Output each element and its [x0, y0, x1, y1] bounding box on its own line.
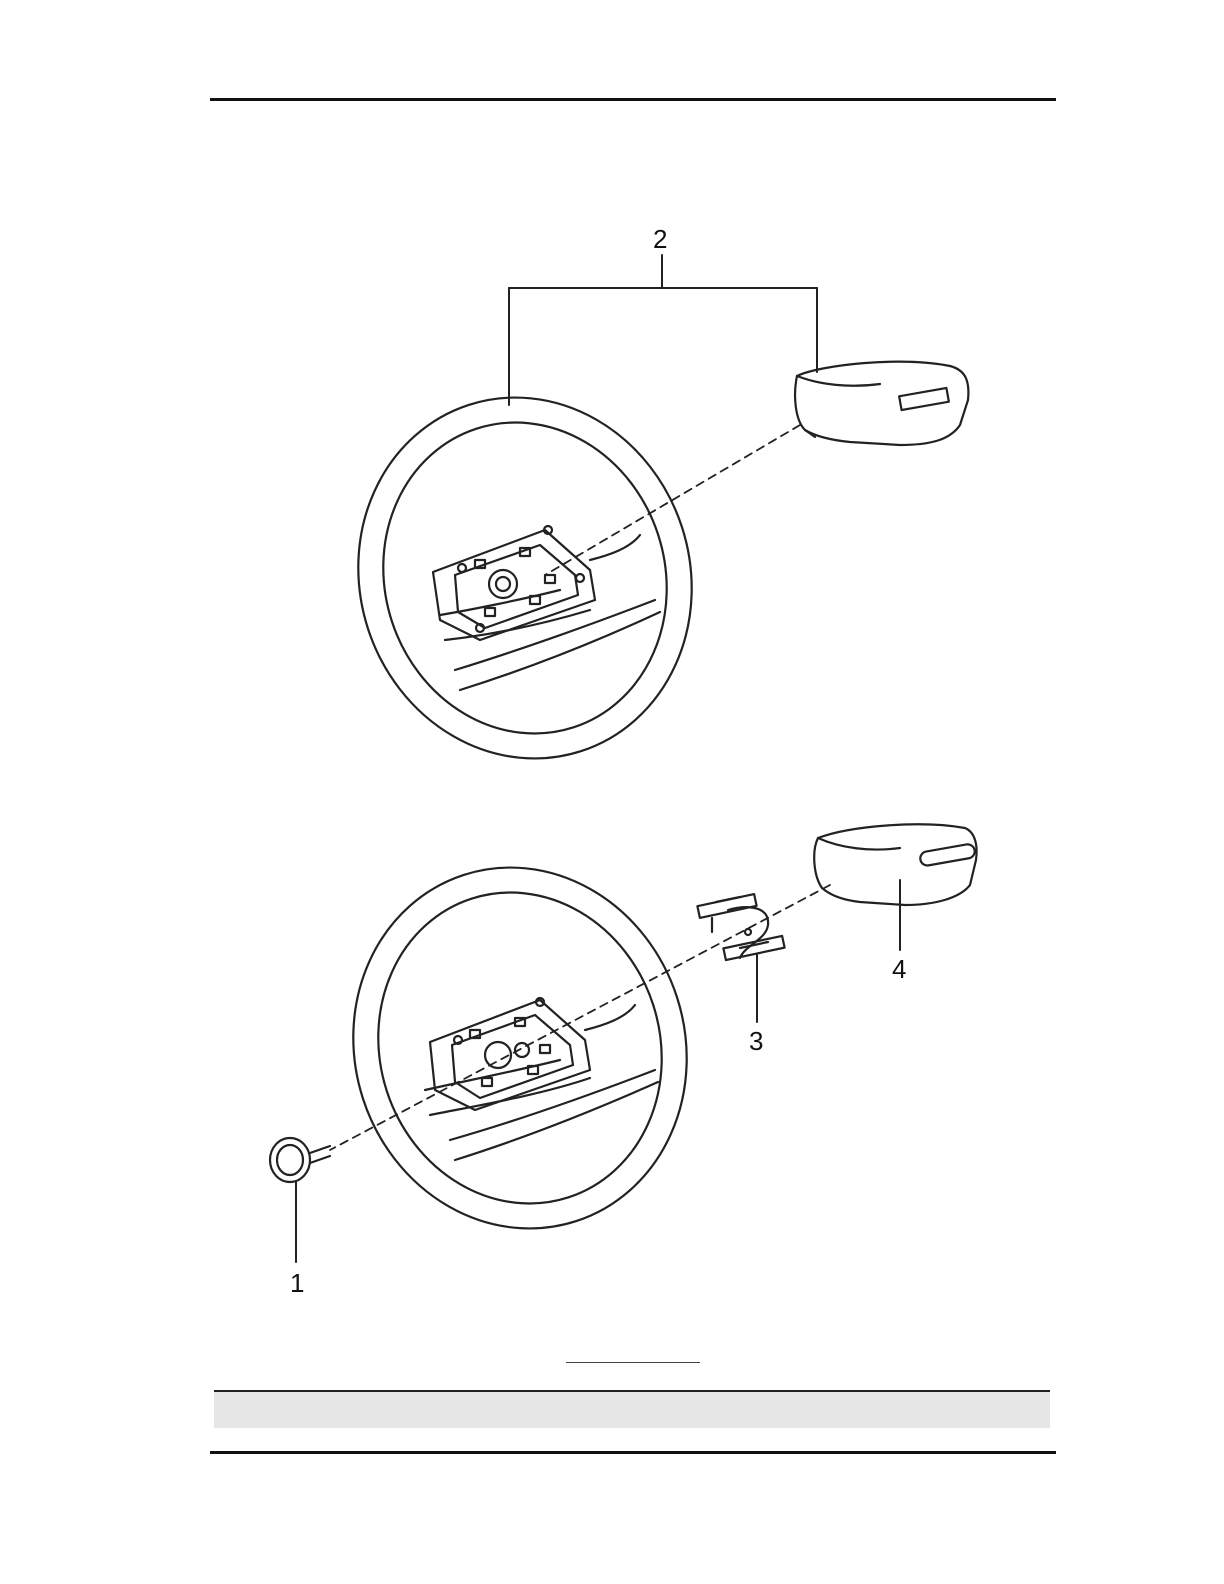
bottom-rule — [210, 1451, 1056, 1454]
lower-steering-wheel — [307, 824, 733, 1272]
callout-2: 2 — [653, 224, 667, 254]
upper-horn-pad — [795, 362, 968, 445]
lower-horn-pad — [814, 824, 976, 905]
upper-dashed-axis — [545, 425, 800, 575]
caption-underline — [566, 1362, 700, 1363]
table-header-band — [214, 1392, 1050, 1428]
callout-1: 1 — [290, 1268, 304, 1298]
callout-3: 3 — [749, 1026, 763, 1056]
callout-2-leader — [509, 255, 817, 405]
callout-4: 4 — [892, 954, 906, 984]
contact-plate-assembly — [697, 894, 784, 960]
callout-labels: 2 4 3 1 — [290, 224, 906, 1298]
lower-dashed-axis — [330, 885, 830, 1150]
upper-steering-wheel — [312, 354, 738, 802]
horn-ring — [270, 1138, 330, 1182]
